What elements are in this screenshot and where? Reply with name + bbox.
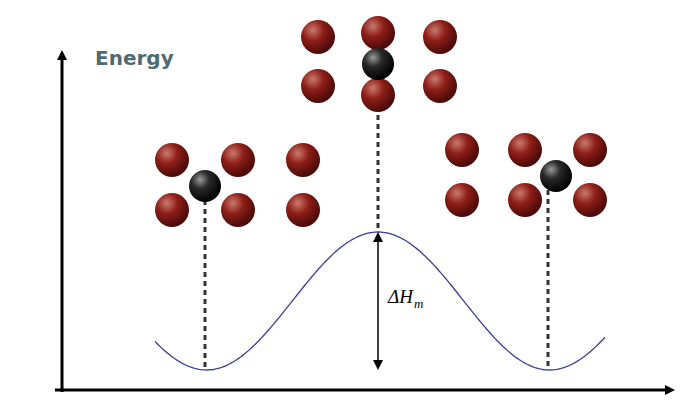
axis-label: Energy [95, 48, 174, 68]
energy-curve [155, 232, 605, 370]
axes [55, 55, 670, 392]
drop-lines [205, 115, 548, 370]
barrier-subscript: m [414, 297, 423, 310]
atoms-initial [155, 143, 320, 227]
atoms-final [445, 133, 607, 217]
barrier-arrow [377, 234, 379, 368]
atoms-saddle [301, 16, 457, 112]
barrier-symbol: ΔH [388, 287, 413, 306]
